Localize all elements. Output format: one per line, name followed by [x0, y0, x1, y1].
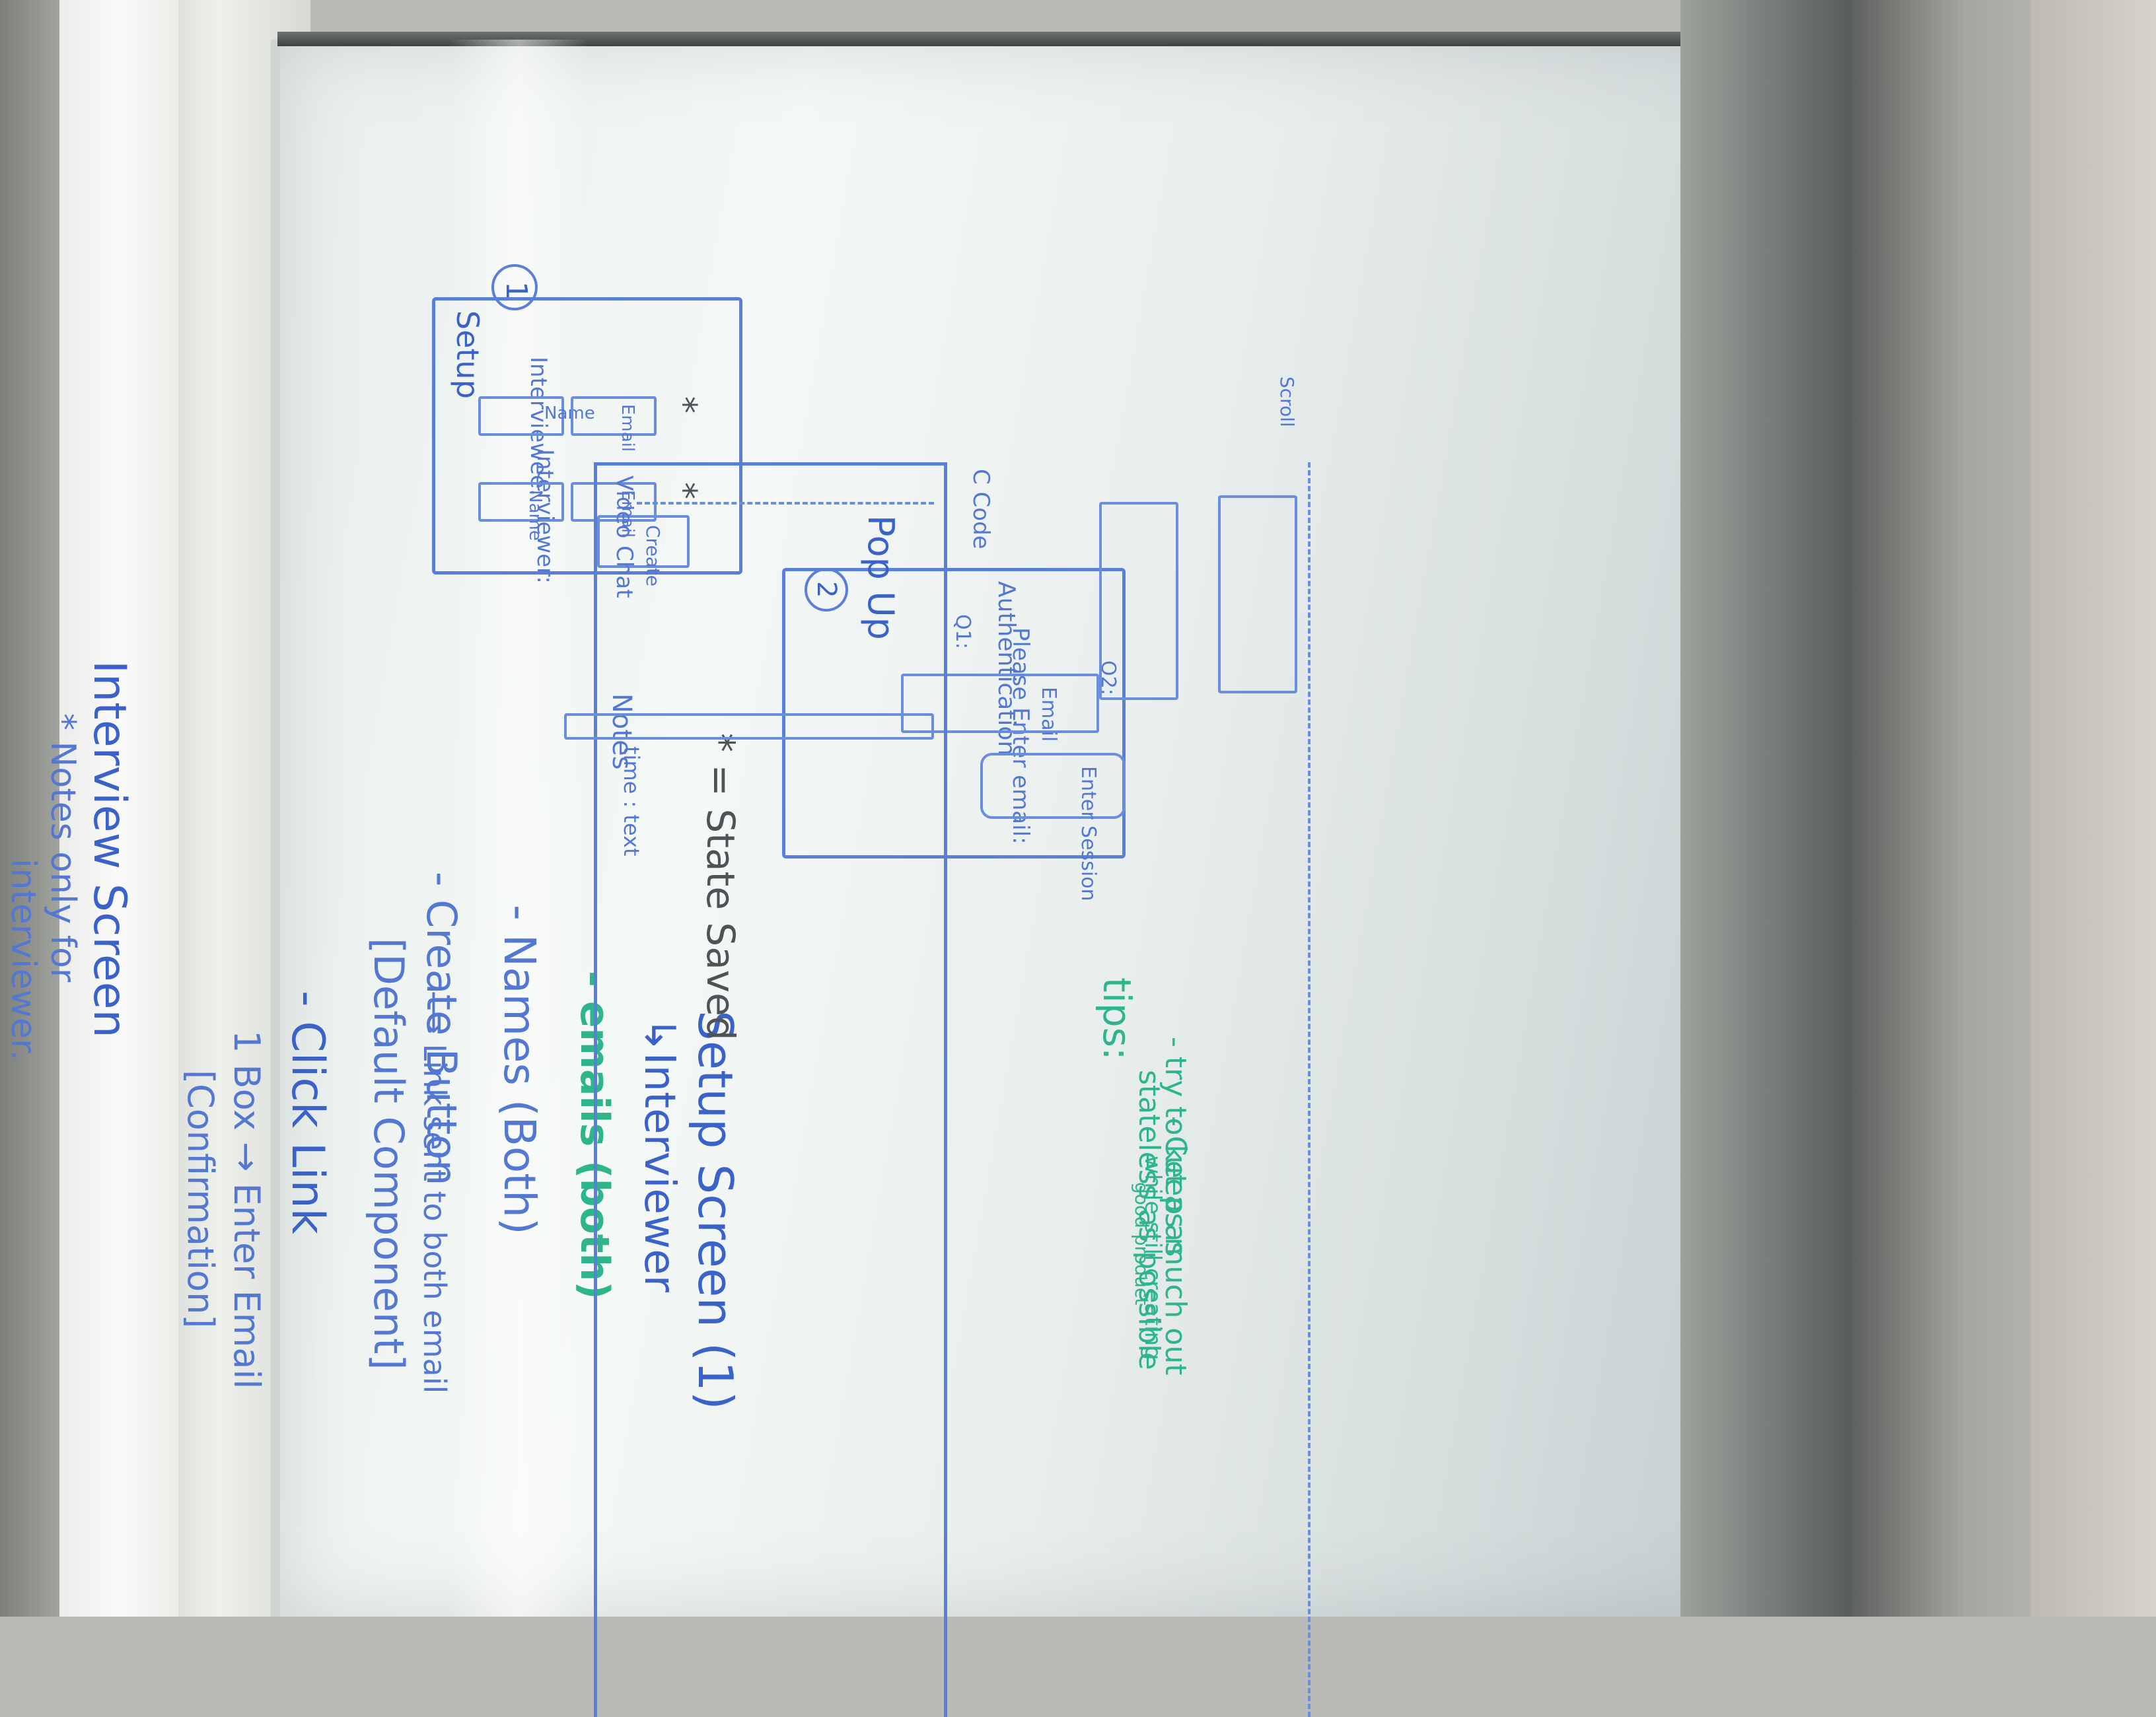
tips-heading: tips:	[1095, 977, 1139, 1061]
enter-session-button-sketch	[980, 753, 1126, 819]
window-light	[59, 0, 178, 1617]
interviewer-name-field: Name	[525, 490, 545, 541]
interview-screen-line: Interview Screen	[83, 660, 135, 1038]
light-glare	[449, 40, 588, 1617]
whiteboard-rail	[277, 32, 1757, 46]
interview-frame-left	[597, 462, 947, 466]
interview-frame-bottom	[594, 462, 597, 1717]
names-line: - Names (Both)	[494, 905, 545, 1235]
popup-email-field: Email	[1037, 687, 1060, 742]
interviewee-email-box	[571, 396, 657, 436]
whiteboard-drawing: Setup Screen (1) ↳Interviewer - emails (…	[3, 264, 1311, 1717]
tips-line-5: good product	[1131, 1182, 1153, 1306]
interview-sketch-frame	[597, 462, 947, 1717]
box-email-line: 1 Box → Enter Email	[226, 1030, 268, 1389]
q1-label: Q1:	[951, 614, 974, 649]
q1-box	[1218, 495, 1297, 693]
interviewee-email-field: Email	[618, 404, 637, 452]
scroll-label: Scroll	[1276, 376, 1298, 427]
interviewer-word: interviewer.	[3, 858, 43, 1061]
time-text-label: time : text	[619, 746, 644, 857]
click-link-line: - Click Link	[281, 991, 334, 1235]
notes-only-line: * Notes only for	[43, 713, 83, 983]
wall-corner	[2030, 0, 2156, 1617]
setup-sketch-title: Setup	[450, 310, 485, 399]
enter-session-label: Enter Session	[1077, 766, 1100, 901]
default-component-line: [Default Component]	[365, 938, 413, 1370]
interviewer-name-box	[478, 482, 564, 522]
video-chat-label: Video Chat	[611, 475, 637, 598]
interview-divider	[944, 991, 947, 1717]
code-area-dash	[1308, 462, 1311, 1717]
code-label: C Code	[968, 469, 994, 549]
q2-box	[1099, 502, 1178, 700]
notes-scroll-bar	[564, 713, 934, 740]
step-one-number: 1	[499, 281, 533, 300]
video-area-dash	[637, 502, 934, 505]
confirmation-line: [Confirmation]	[180, 1070, 221, 1329]
interviewee-star: *	[664, 396, 703, 413]
link-sent-line: ⟶ Link sent to both email	[417, 991, 452, 1394]
